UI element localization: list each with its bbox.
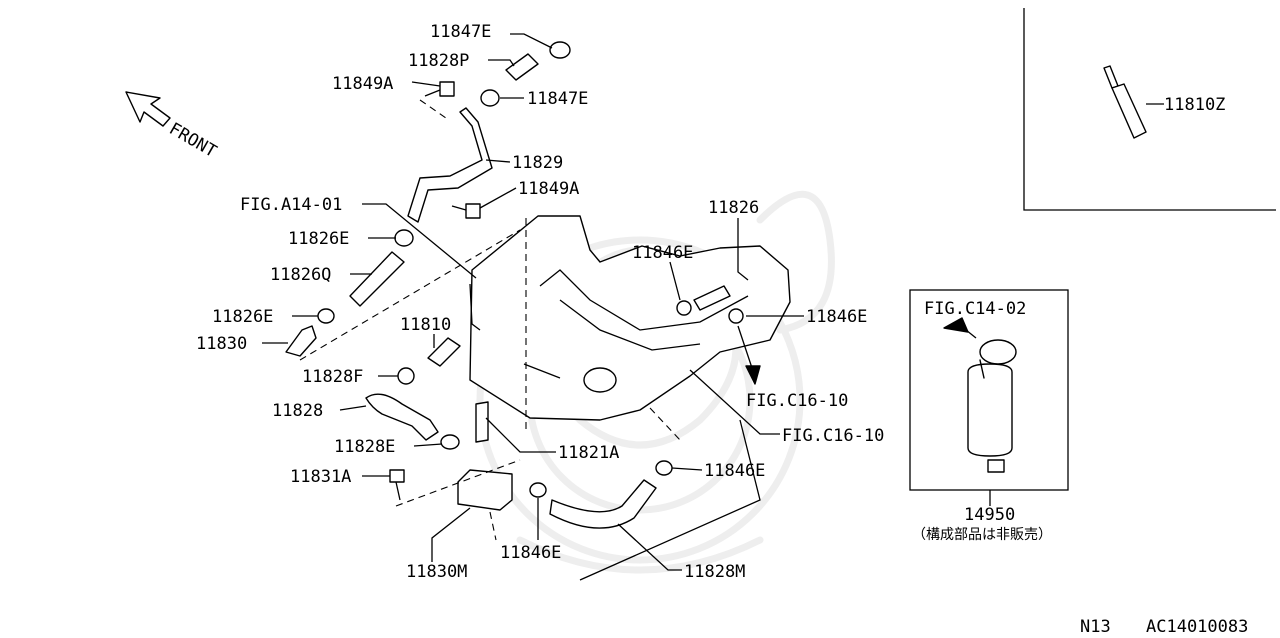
- label-11830m: 11830M: [406, 562, 467, 582]
- leader-lines: [262, 33, 804, 571]
- label-11826: 11826: [708, 198, 759, 218]
- label-11830: 11830: [196, 334, 247, 354]
- label-11821a: 11821A: [558, 443, 619, 463]
- label-11826e-mid: 11826E: [212, 307, 273, 327]
- inset-14950: [909, 289, 1069, 506]
- label-11846e-bottom: 11846E: [500, 543, 561, 563]
- label-11828e: 11828E: [334, 437, 395, 457]
- label-11828f: 11828F: [302, 367, 363, 387]
- label-11846e-low: 11846E: [704, 461, 765, 481]
- label-11846e-mid: 11846E: [632, 243, 693, 263]
- front-label: FRONT: [166, 119, 220, 162]
- label-fig-a14-01: FIG.A14-01: [240, 195, 342, 215]
- label-11847e-top: 11847E: [430, 22, 491, 42]
- label-11828p: 11828P: [408, 51, 469, 71]
- label-11849a-right: 11849A: [518, 179, 579, 199]
- label-not-sold-note: （構成部品は非販売）: [912, 527, 1052, 543]
- label-fig-c14-02: FIG.C14-02: [924, 299, 1026, 319]
- label-14950: 14950: [964, 505, 1015, 525]
- label-11847e-right: 11847E: [527, 89, 588, 109]
- footer-reference: AC14010083: [1146, 617, 1248, 637]
- label-11831a: 11831A: [290, 467, 351, 487]
- front-arrow-icon: [125, 91, 171, 127]
- label-11826q: 11826Q: [270, 265, 331, 285]
- label-11810: 11810: [400, 315, 451, 335]
- label-11846e-right: 11846E: [806, 307, 867, 327]
- label-11828: 11828: [272, 401, 323, 421]
- label-11826e-top: 11826E: [288, 229, 349, 249]
- label-11810z: 11810Z: [1164, 95, 1225, 115]
- label-11849a-left: 11849A: [332, 74, 393, 94]
- label-fig-c16-10-b: FIG.C16-10: [782, 426, 884, 446]
- label-fig-c16-10-a: FIG.C16-10: [746, 391, 848, 411]
- label-11828m: 11828M: [684, 562, 745, 582]
- label-11829: 11829: [512, 153, 563, 173]
- inset-11810z: [1023, 8, 1276, 211]
- part-drawings: [285, 41, 791, 581]
- footer-code: N13: [1080, 617, 1111, 637]
